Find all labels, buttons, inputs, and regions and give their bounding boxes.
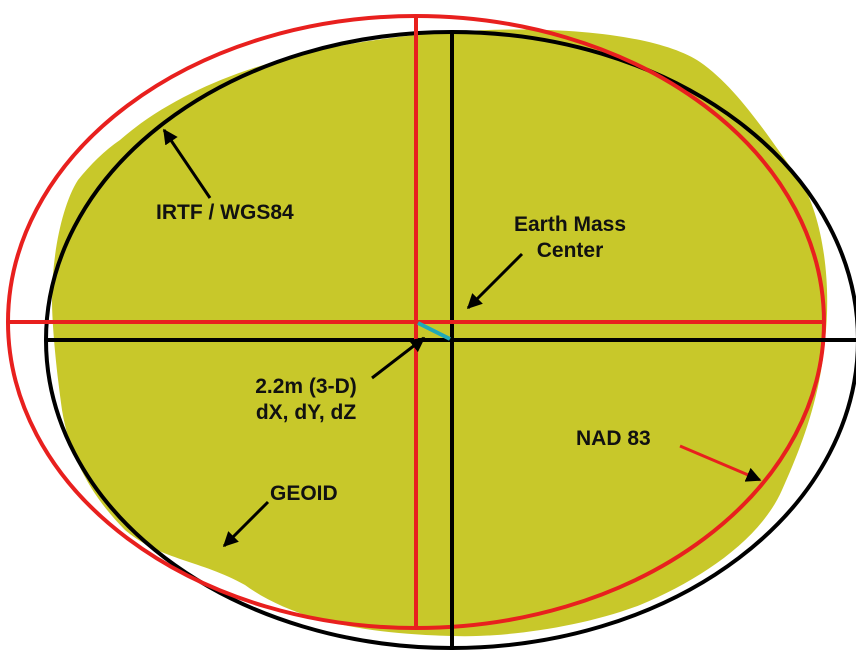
nad83-label: NAD 83 <box>576 427 651 450</box>
earth-mass-center-line2: Center <box>536 239 604 262</box>
earth-mass-center-line1: Earth Mass <box>513 213 627 236</box>
geoid-arrow <box>222 500 270 548</box>
offset-line2: dX, dY, dZ <box>255 401 357 424</box>
irtf-arrow <box>162 128 212 199</box>
earth-mass-center-label: Earth Mass Center <box>500 212 640 264</box>
offset-line1: 2.2m (3-D) <box>255 375 357 398</box>
mass-center-arrow <box>466 252 524 310</box>
offset-label: 2.2m (3-D) dX, dY, dZ <box>236 374 376 426</box>
origin-offset-vector <box>417 321 451 341</box>
geoid-label: GEOID <box>270 482 338 505</box>
offset-arrow <box>371 336 426 380</box>
nad83-arrow <box>679 444 762 482</box>
irtf-wgs84-label: IRTF / WGS84 <box>156 201 294 224</box>
